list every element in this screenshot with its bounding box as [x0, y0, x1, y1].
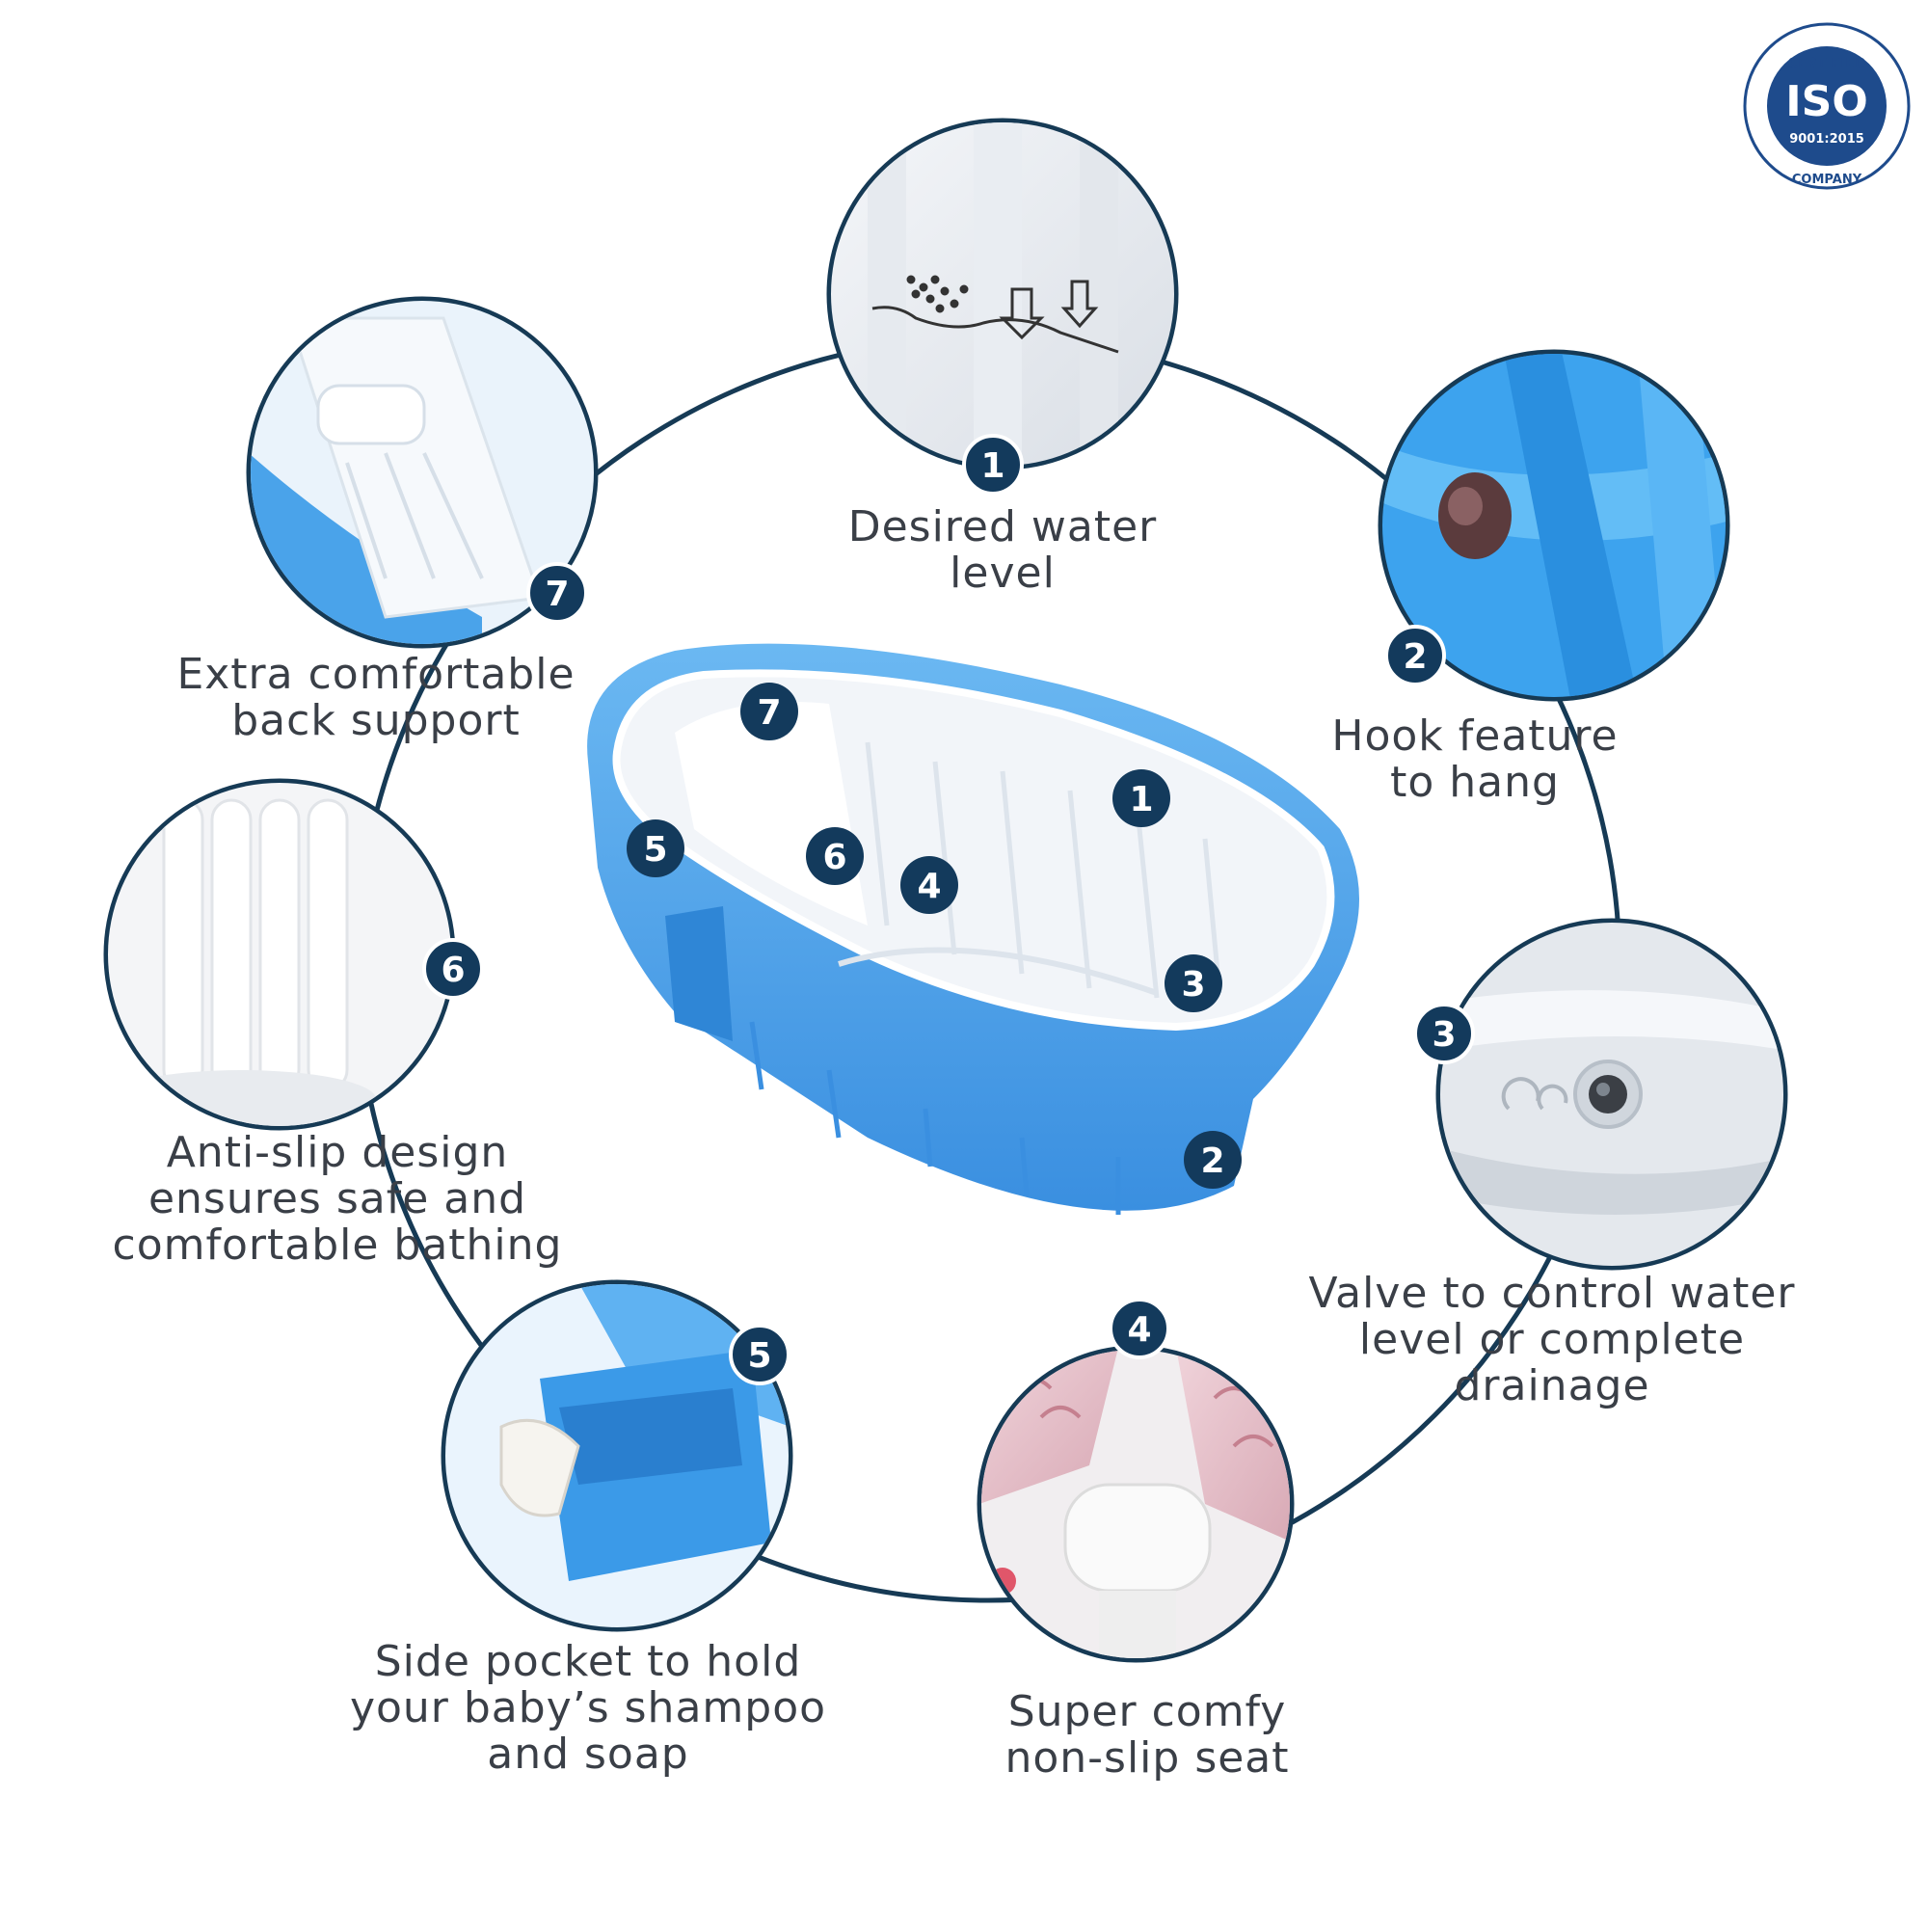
feature-7-number-badge: 7 — [526, 562, 588, 624]
svg-text:4: 4 — [1127, 1310, 1151, 1350]
tub-marker-2: 2 — [1184, 1131, 1242, 1189]
feature-6-number-badge: 6 — [422, 938, 484, 1000]
feature-5-image — [441, 1279, 793, 1632]
seat-icon — [981, 1350, 1290, 1658]
feature-1-image — [826, 118, 1179, 470]
feature-1-label: Desired water level — [847, 502, 1158, 598]
svg-text:9001:2015: 9001:2015 — [1789, 132, 1864, 147]
svg-text:4: 4 — [917, 867, 941, 906]
back-support-icon — [251, 301, 594, 644]
feature-5-number-badge: 5 — [729, 1324, 790, 1385]
tub-marker-3: 3 — [1165, 954, 1222, 1012]
feature-7-label: Extra comfortable back support — [176, 650, 576, 745]
svg-text:5: 5 — [747, 1336, 771, 1376]
svg-text:6: 6 — [822, 838, 846, 877]
feature-3-number-badge: 3 — [1413, 1003, 1475, 1064]
feature-6-label: Anti-slip design ensures safe and comfor… — [112, 1128, 563, 1270]
anti-slip-icon — [108, 783, 451, 1126]
tub-marker-5: 5 — [627, 819, 684, 877]
svg-text:7: 7 — [757, 693, 781, 733]
svg-text:6: 6 — [441, 951, 465, 990]
pocket-icon — [445, 1284, 789, 1627]
svg-text:3: 3 — [1181, 965, 1205, 1005]
feature-3-label: Valve to control water level or complete… — [1308, 1269, 1796, 1410]
feature-4-label: Super comfy non-slip seat — [1004, 1687, 1290, 1783]
iso-certified-badge: CERTIFIED ISO 9001:2015 COMPANY — [1743, 22, 1911, 190]
feature-4-image — [977, 1345, 1295, 1663]
valve-icon — [1440, 923, 1783, 1266]
feature-6-image — [103, 778, 456, 1131]
svg-text:1: 1 — [980, 446, 1004, 486]
svg-text:7: 7 — [545, 575, 569, 614]
tub-marker-7: 7 — [740, 683, 798, 740]
svg-text:3: 3 — [1432, 1015, 1456, 1055]
tub-marker-4: 4 — [900, 856, 958, 914]
svg-text:2: 2 — [1200, 1141, 1224, 1181]
feature-5-label: Side pocket to hold your baby’s shampoo … — [349, 1637, 827, 1779]
svg-text:CERTIFIED: CERTIFIED — [1788, 56, 1866, 71]
feature-2-label: Hook feature to hang — [1331, 711, 1619, 807]
tub-marker-1: 1 — [1112, 769, 1170, 827]
svg-text:1: 1 — [1129, 780, 1153, 819]
svg-text:ISO: ISO — [1785, 77, 1867, 126]
feature-4-number-badge: 4 — [1109, 1298, 1170, 1359]
tub-marker-6: 6 — [806, 827, 864, 885]
svg-text:COMPANY: COMPANY — [1792, 173, 1862, 187]
feature-2-number-badge: 2 — [1384, 625, 1446, 686]
water-level-icon — [871, 275, 1119, 354]
feature-1-number-badge: 1 — [962, 434, 1024, 496]
baby-bathtub-image — [587, 643, 1359, 1215]
feature-7-image — [246, 296, 599, 649]
feature-3-image — [1435, 918, 1788, 1271]
svg-text:5: 5 — [643, 830, 667, 870]
svg-text:2: 2 — [1403, 637, 1427, 677]
